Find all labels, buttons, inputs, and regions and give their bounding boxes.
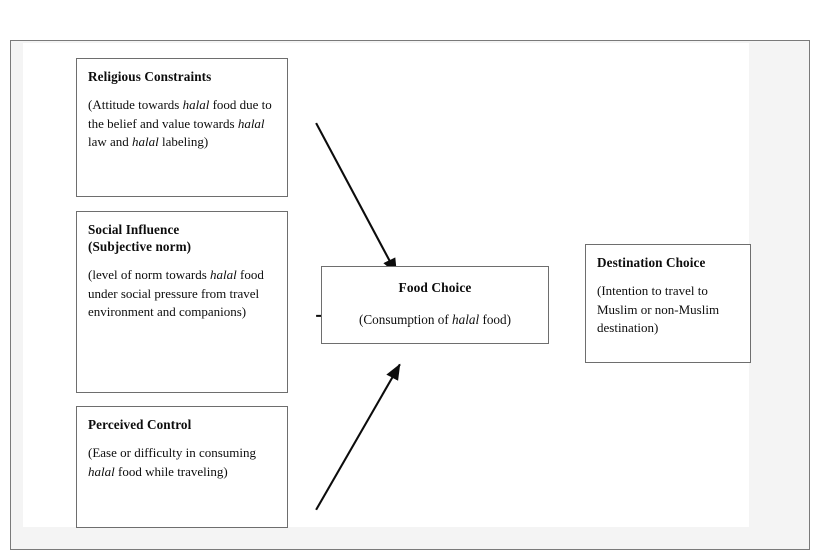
- node-food-choice[interactable]: Food Choice (Consumption of halal food): [321, 266, 549, 344]
- arrow-religious-to-food: [315, 122, 398, 275]
- figure-plate: Religious Constraints (Attitude towards …: [23, 43, 751, 528]
- node-food-choice-title: Food Choice: [398, 280, 472, 295]
- text-fragment: (level of norm towards: [88, 267, 211, 283]
- text-fragment: (Attitude towards: [88, 97, 183, 113]
- node-perceived-control[interactable]: Perceived Control (Ease or difficulty in…: [76, 406, 288, 528]
- node-religious-constraints-body: (Attitude towards halal food due to the …: [88, 96, 276, 151]
- text-fragment: food while traveling): [114, 463, 228, 479]
- text-fragment: food due to the belief and value towards: [88, 97, 272, 131]
- node-food-choice-body: (Consumption of halal food): [332, 311, 538, 330]
- figure-frame: Religious Constraints (Attitude towards …: [10, 40, 810, 550]
- title-line-2: (Subjective norm): [88, 239, 192, 255]
- node-social-influence[interactable]: Social Influence (Subjective norm) (level…: [76, 211, 288, 393]
- text-fragment: law and: [88, 134, 133, 150]
- node-destination-choice-title: Destination Choice: [597, 255, 706, 270]
- text-fragment: labeling): [158, 134, 209, 150]
- node-religious-constraints-title: Religious Constraints: [88, 69, 212, 84]
- title-line-1: Social Influence: [88, 222, 180, 237]
- emphasis-halal: halal: [237, 115, 265, 131]
- text-fragment: food under social pressure from travel e…: [88, 267, 264, 320]
- node-religious-constraints[interactable]: Religious Constraints (Attitude towards …: [76, 58, 288, 197]
- emphasis-halal: halal: [210, 267, 237, 283]
- text-fragment: (Ease or difficulty in consuming: [88, 445, 257, 461]
- node-social-influence-title: Social Influence (Subjective norm): [88, 221, 276, 255]
- node-destination-choice-body: (Intention to travel to Muslim or non-Mu…: [597, 283, 720, 336]
- emphasis-halal: halal: [132, 134, 159, 150]
- arrow-perceived-to-food: [315, 363, 401, 511]
- emphasis-halal: halal: [182, 97, 210, 113]
- emphasis-halal: halal: [88, 463, 115, 479]
- node-perceived-control-title: Perceived Control: [88, 417, 192, 432]
- node-social-influence-body: (level of norm towards halal food under …: [88, 266, 276, 321]
- node-destination-choice[interactable]: Destination Choice (Intention to travel …: [585, 244, 751, 363]
- emphasis-halal: halal: [452, 312, 480, 328]
- node-perceived-control-body: (Ease or difficulty in consuming halal f…: [88, 444, 276, 481]
- text-fragment: (Consumption of: [358, 312, 453, 328]
- text-fragment: food): [479, 312, 512, 328]
